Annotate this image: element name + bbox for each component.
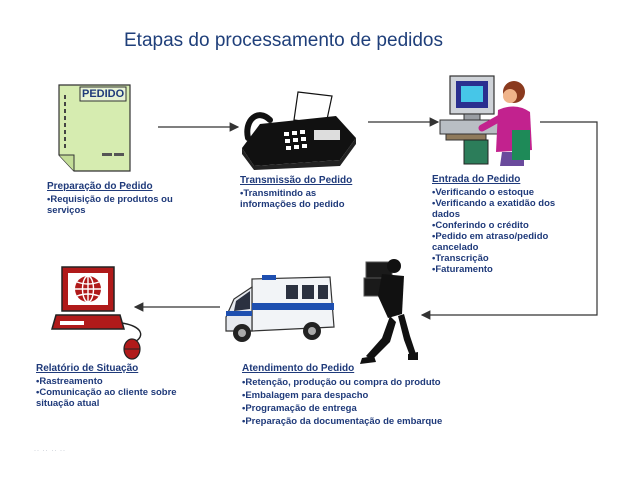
stage-atendimento: Atendimento do Pedido Retenção, produção… (242, 363, 482, 428)
stage-item-entrada-6: Faturamento (432, 264, 580, 275)
stage-item-relatorio-2: Comunicação ao cliente sobre situação at… (36, 387, 206, 409)
stage-item-atendimento-2: Embalagem para despacho (242, 389, 482, 402)
stage-relatorio: Relatório de Situação Rastreamento Comun… (36, 363, 206, 409)
stage-item-relatorio-1: Rastreamento (36, 376, 206, 387)
ambulance-van-icon (225, 275, 335, 342)
stage-item-atendimento-4: Preparação da documentação de embarque (242, 415, 482, 428)
stage-transmissao: Transmissão do Pedido Transmitindo as in… (240, 175, 370, 210)
stage-item-atendimento-1: Retenção, produção ou compra do produto (242, 376, 482, 389)
footer-mark: ·· ·· ·· ·· (34, 448, 66, 454)
stage-title-transmissao: Transmissão do Pedido (240, 175, 353, 186)
page-title: Etapas do processamento de pedidos (124, 30, 443, 51)
stage-title-entrada: Entrada do Pedido (432, 174, 521, 185)
stage-item-entrada-5: Transcrição (432, 253, 580, 264)
stage-item-entrada-4: Pedido em atraso/pedido cancelado (432, 231, 580, 253)
stage-title-atendimento: Atendimento do Pedido (242, 363, 355, 374)
stage-item-preparacao-1: Requisição de produtos ou serviços (47, 194, 187, 216)
computer-operator-icon (439, 75, 532, 166)
stage-item-atendimento-3: Programação de entrega (242, 402, 482, 415)
order-document-icon (58, 84, 131, 172)
stage-item-entrada-2: Verificando a exatidão dos dados (432, 198, 580, 220)
order-document-text: PEDIDO (82, 88, 125, 100)
globe-computer-icon (51, 266, 142, 360)
stage-entrada: Entrada do Pedido Verificando o estoque … (432, 174, 580, 275)
stage-item-entrada-3: Conferindo o crédito (432, 220, 580, 231)
stage-item-transmissao-1: Transmitindo as informações do pedido (240, 188, 370, 210)
stage-item-entrada-1: Verificando o estoque (432, 187, 580, 198)
delivery-person-icon (360, 259, 418, 364)
stage-preparacao: Preparação do Pedido Requisição de produ… (47, 181, 187, 216)
stage-title-relatorio: Relatório de Situação (36, 363, 139, 374)
arrow-entry-to-fulfillment (420, 121, 598, 320)
stage-title-preparacao: Preparação do Pedido (47, 181, 153, 192)
fax-machine-icon (242, 91, 356, 170)
